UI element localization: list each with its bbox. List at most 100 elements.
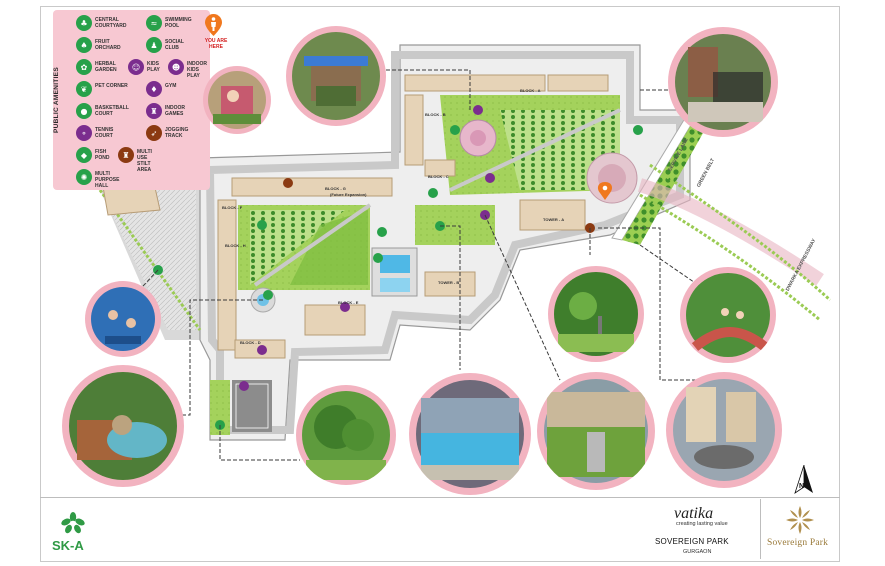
block-c-building	[424, 159, 456, 177]
site-plan-svg	[95, 44, 832, 461]
expressway-approach	[637, 178, 824, 286]
legend-item-label: SWIMMING POOL	[165, 17, 192, 29]
label-block-c: BLOCK - C	[428, 174, 449, 179]
sovereign-park-logo-text: Sovereign Park	[767, 538, 829, 548]
tennis-court-lines	[235, 383, 269, 429]
legend-item-label: MULTI USE STILT AREA	[137, 149, 152, 173]
expressway-tree-line-2	[639, 193, 821, 322]
fruit-tree-icon: ♠	[76, 37, 92, 53]
legend-item-label: FISH POND	[95, 149, 110, 161]
fish-marker[interactable]	[263, 290, 273, 300]
north-arrow-icon	[794, 465, 813, 494]
label-block-b: BLOCK - B	[425, 112, 446, 117]
legend-item-label: MULTI PURPOSE HALL	[95, 171, 120, 189]
block-f-building	[217, 199, 237, 351]
legend-item-label: INDOOR KIDS PLAY	[187, 61, 207, 79]
legend-item: ◆FISH POND	[76, 147, 117, 163]
project-name: SOVEREIGN PARK	[655, 537, 729, 546]
block-a-building	[404, 74, 546, 92]
herbal-garden	[290, 210, 368, 285]
photo-kids-play	[286, 26, 386, 126]
legend-title: PUBLIC AMENITIES	[53, 67, 60, 133]
legend-item-label: GYM	[165, 83, 177, 89]
expressway-tree-line	[649, 163, 832, 302]
legend-item: ➶JOGGING TRACK	[146, 125, 199, 141]
fish-icon: ◆	[76, 147, 92, 163]
gym-icon: ♦	[146, 81, 162, 97]
legend-item-label: FRUIT ORCHARD	[95, 39, 121, 51]
legend-item-label: BASKETBALL COURT	[95, 105, 129, 117]
photo-central-courtyard	[537, 372, 655, 490]
kids-play-marker[interactable]	[473, 105, 483, 115]
jogging-marker-north[interactable]	[283, 178, 293, 188]
project-city: GURGAON	[683, 549, 712, 555]
photo-swing	[203, 66, 271, 134]
kids-marker-sw[interactable]	[257, 345, 267, 355]
tower-b-building	[424, 271, 476, 297]
legend-item: ≈SWIMMING POOL	[146, 15, 199, 31]
legend-item-label: PET CORNER	[95, 83, 128, 89]
you-are-here-label: YOU ARE HERE	[204, 38, 228, 50]
legend-item: ☺KIDS PLAY	[128, 59, 169, 75]
tower-a-building	[519, 199, 586, 231]
legend-item: ♜INDOOR GAMES	[146, 103, 199, 119]
multipurpose-hall-icon: ✺	[76, 169, 92, 185]
tree-circle-icon: ♣	[76, 15, 92, 31]
tennis-marker[interactable]	[239, 381, 249, 391]
herb-icon: ✿	[76, 59, 92, 75]
legend-item-label: SOCIAL CLUB	[165, 39, 184, 51]
block-g-building	[231, 177, 393, 197]
tennis-court	[232, 380, 272, 432]
block-a-east	[547, 74, 609, 92]
legend-item-label: CENTRAL COURTYARD	[95, 17, 127, 29]
label-future-expansion: (Future Expansion)	[330, 192, 367, 197]
club-marker[interactable]	[377, 227, 387, 237]
legend-item: ♦GYM	[146, 81, 199, 97]
courtyard-marker[interactable]	[450, 125, 460, 135]
photo-swimming-pool	[409, 373, 531, 495]
herb-marker[interactable]	[428, 188, 438, 198]
label-block-g: BLOCK - G	[325, 186, 346, 191]
label-block-d: BLOCK - D	[240, 340, 261, 345]
diagonal-path	[449, 108, 621, 192]
indoor-kids-icon: ☻	[168, 59, 184, 75]
legend-item: ☻INDOOR KIDS PLAY	[168, 59, 209, 79]
legend-item: ●BASKETBALL COURT	[76, 103, 129, 119]
legend-item: ✺MULTI PURPOSE HALL	[76, 169, 129, 189]
gym-marker[interactable]	[485, 173, 495, 183]
central-plaza-core	[470, 130, 486, 146]
site-plan-map	[95, 44, 832, 461]
basketball-icon: ●	[76, 103, 92, 119]
kids-play-icon: ☺	[128, 59, 144, 75]
sw-garden	[210, 380, 230, 435]
photo-fruit-orchard	[296, 385, 396, 485]
footer-divider	[40, 497, 840, 498]
pet-icon: ❦	[76, 81, 92, 97]
kids-pool	[380, 278, 410, 292]
games-marker[interactable]	[340, 302, 350, 312]
label-tower-b: TOWER - B	[438, 280, 460, 285]
photo-herbal-garden	[548, 266, 644, 362]
swimming-pool	[380, 255, 410, 273]
photo-pool-kids	[85, 281, 161, 357]
you-are-here-map-dot	[602, 185, 608, 191]
legend-item-label: KIDS PLAY	[147, 61, 160, 73]
pool-marker[interactable]	[373, 253, 383, 263]
label-tower-a: TOWER - A	[543, 217, 565, 222]
jogging-icon: ➶	[146, 125, 162, 141]
legend-item-label: TENNIS COURT	[95, 127, 114, 139]
photo-jogging-track	[680, 267, 776, 363]
legend-item-label: HERBAL GARDEN	[95, 61, 117, 73]
brand-logo-text: vatika	[674, 505, 714, 522]
west-tree-line	[98, 189, 202, 331]
green-marker-east[interactable]	[633, 125, 643, 135]
stilt-area-icon: ♜	[118, 147, 134, 163]
sovereign-park-logo-icon	[786, 506, 814, 534]
legend-item-label: INDOOR GAMES	[165, 105, 185, 117]
orchard-marker[interactable]	[257, 220, 267, 230]
block-b-building	[404, 94, 424, 166]
photo-fish-pond	[62, 365, 184, 487]
legend-item: ✿HERBAL GARDEN	[76, 59, 129, 75]
legend-item: ♜MULTI USE STILT AREA	[118, 147, 159, 173]
footer-separator	[760, 499, 761, 559]
